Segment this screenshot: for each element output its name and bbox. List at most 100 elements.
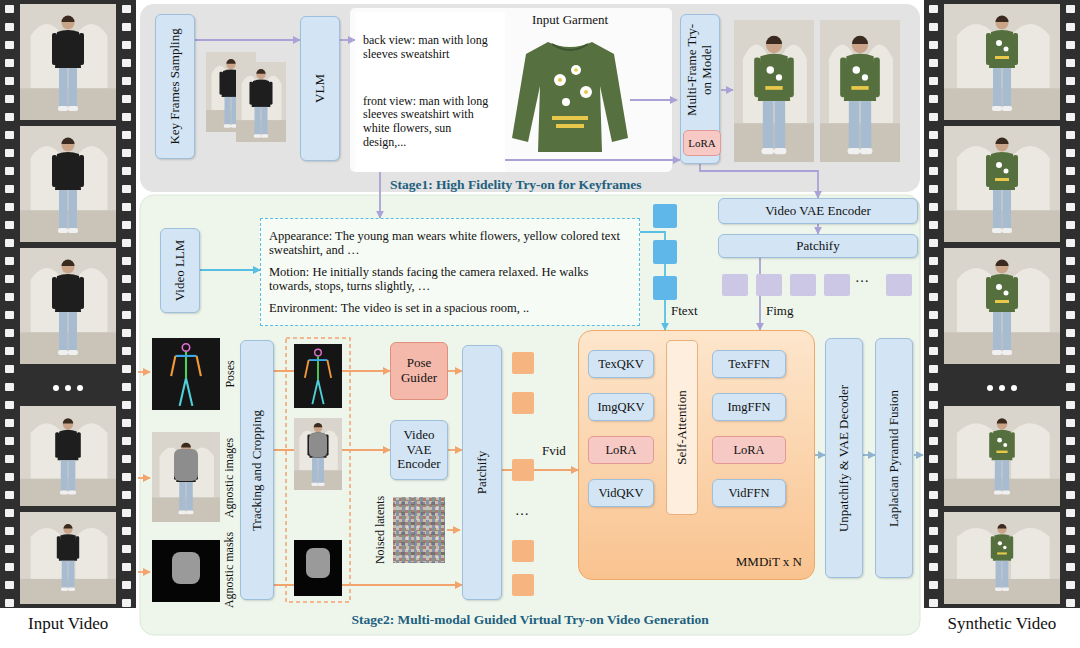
process-box: TexQKV bbox=[588, 350, 654, 378]
box-label: Key Frames Sampling bbox=[168, 18, 183, 155]
connector-arrow bbox=[448, 449, 462, 451]
process-box: Video VAE Encoder bbox=[718, 198, 918, 224]
video-tokens bbox=[512, 540, 534, 562]
condition-images bbox=[152, 432, 220, 522]
box-label: Self-Attention bbox=[675, 344, 690, 511]
input-garment-image bbox=[584, 90, 588, 94]
cropped-images bbox=[294, 540, 342, 596]
box-label: Multi-Frame Try-on Model bbox=[685, 18, 715, 122]
tryon-output-images bbox=[754, 36, 794, 154]
condition-images bbox=[138, 571, 150, 573]
connector-arrow bbox=[379, 172, 381, 218]
input-filmstrip bbox=[20, 512, 116, 604]
box-label: VidQKV bbox=[592, 486, 650, 500]
annotation-label: Input Garment bbox=[532, 13, 608, 28]
noised-latents-image bbox=[393, 497, 460, 563]
input-garment-image bbox=[571, 65, 581, 75]
cropped-images bbox=[294, 418, 342, 490]
text-box: back view: man with long sleeves sweatsh… bbox=[355, 12, 505, 172]
output-filmstrip bbox=[987, 385, 993, 391]
video-tokens bbox=[512, 392, 534, 414]
process-box: Self-Attention bbox=[666, 340, 698, 515]
input-garment-image bbox=[580, 86, 592, 98]
output-filmstrip bbox=[924, 0, 1080, 608]
prompt-text: front view: man with long sleeves sweats… bbox=[363, 95, 497, 150]
cropped-images bbox=[306, 548, 330, 578]
prompt-text: back view: man with long sleeves sweatsh… bbox=[363, 34, 497, 62]
stage-title: Stage2: Multi-modal Guided Virtual Try-o… bbox=[352, 612, 709, 628]
input-filmstrip bbox=[0, 0, 136, 608]
image-tokens bbox=[886, 274, 912, 296]
annotation-label: … bbox=[515, 503, 529, 519]
connector-arrow bbox=[863, 454, 875, 456]
output-filmstrip bbox=[1011, 385, 1017, 391]
output-filmstrip bbox=[991, 524, 1013, 591]
box-label: LoRA bbox=[716, 443, 782, 457]
connector-arrow bbox=[505, 159, 680, 161]
box-label: Pose Guider bbox=[394, 356, 444, 386]
input-garment-image bbox=[558, 78, 562, 82]
annotation-label: Noised latents bbox=[374, 496, 388, 564]
condition-images bbox=[138, 477, 150, 479]
output-filmstrip bbox=[944, 406, 1060, 506]
connector-arrow bbox=[448, 370, 462, 372]
annotation-label: … bbox=[855, 270, 869, 286]
annotation-label: Poses bbox=[223, 360, 237, 387]
input-filmstrip bbox=[77, 385, 83, 391]
box-label: Video LLM bbox=[173, 232, 188, 309]
annotation-label: Synthetic Video bbox=[948, 614, 1057, 634]
input-garment-image bbox=[556, 124, 584, 128]
box-label: LoRA bbox=[592, 443, 650, 457]
process-box: Multi-Frame Try-on ModelLoRA bbox=[680, 14, 720, 164]
connector-arrow bbox=[700, 164, 818, 198]
panel-backgrounds bbox=[140, 195, 920, 635]
annotation-label: Agnostic masks bbox=[223, 532, 237, 608]
process-box: VidQKV bbox=[588, 479, 654, 507]
condition-images bbox=[172, 552, 200, 584]
process-box: Key Frames Sampling bbox=[155, 14, 195, 159]
annotation-label: Fvid bbox=[542, 444, 566, 459]
connector-arrow bbox=[815, 454, 825, 456]
box-label: Video VAE Encoder bbox=[722, 204, 914, 219]
input-filmstrip bbox=[0, 0, 136, 608]
output-filmstrip bbox=[986, 16, 1018, 112]
input-filmstrip bbox=[53, 385, 59, 391]
process-box: VLM bbox=[300, 16, 340, 161]
text-box: Appearance: The young man wears white fl… bbox=[260, 218, 640, 326]
box-label: VidFFN bbox=[716, 486, 782, 500]
tryon-output-images bbox=[721, 89, 733, 91]
box-label: Laplacian Pyramid Fusion bbox=[887, 342, 902, 574]
noised-latents-image bbox=[393, 497, 445, 563]
tryon-output-images bbox=[820, 20, 900, 162]
keyframe-images bbox=[249, 69, 272, 138]
box-label: TexQKV bbox=[592, 357, 650, 371]
input-filmstrip bbox=[52, 16, 84, 112]
input-filmstrip bbox=[20, 406, 116, 506]
output-filmstrip bbox=[944, 248, 1060, 364]
output-filmstrip bbox=[944, 126, 1060, 242]
annotation-label: Agnostic images bbox=[223, 438, 237, 518]
process-box: Patchify bbox=[462, 345, 502, 600]
output-filmstrip bbox=[999, 385, 1005, 391]
input-garment-image bbox=[552, 44, 588, 50]
input-filmstrip bbox=[55, 418, 81, 494]
condition-images bbox=[174, 443, 198, 515]
input-filmstrip bbox=[20, 126, 116, 242]
condition-images bbox=[171, 344, 201, 406]
output-arrow bbox=[914, 454, 923, 456]
annotation-label: Ftext bbox=[671, 304, 698, 319]
process-box: Unpatchify & VAE Decoder bbox=[825, 338, 863, 578]
process-box: ImgQKV bbox=[588, 393, 654, 421]
image-tokens bbox=[824, 274, 850, 296]
text-tokens bbox=[653, 276, 677, 300]
condition-images bbox=[174, 449, 198, 481]
connector-arrow bbox=[200, 269, 260, 271]
image-tokens bbox=[722, 274, 748, 296]
video-tokens bbox=[512, 459, 534, 481]
input-garment-image bbox=[512, 42, 628, 152]
noised-latents-image bbox=[393, 497, 445, 563]
cropped-images bbox=[294, 344, 342, 408]
input-garment-image bbox=[630, 99, 677, 101]
process-box: Video VAE Encoder bbox=[390, 420, 448, 480]
output-filmstrip bbox=[986, 260, 1018, 356]
